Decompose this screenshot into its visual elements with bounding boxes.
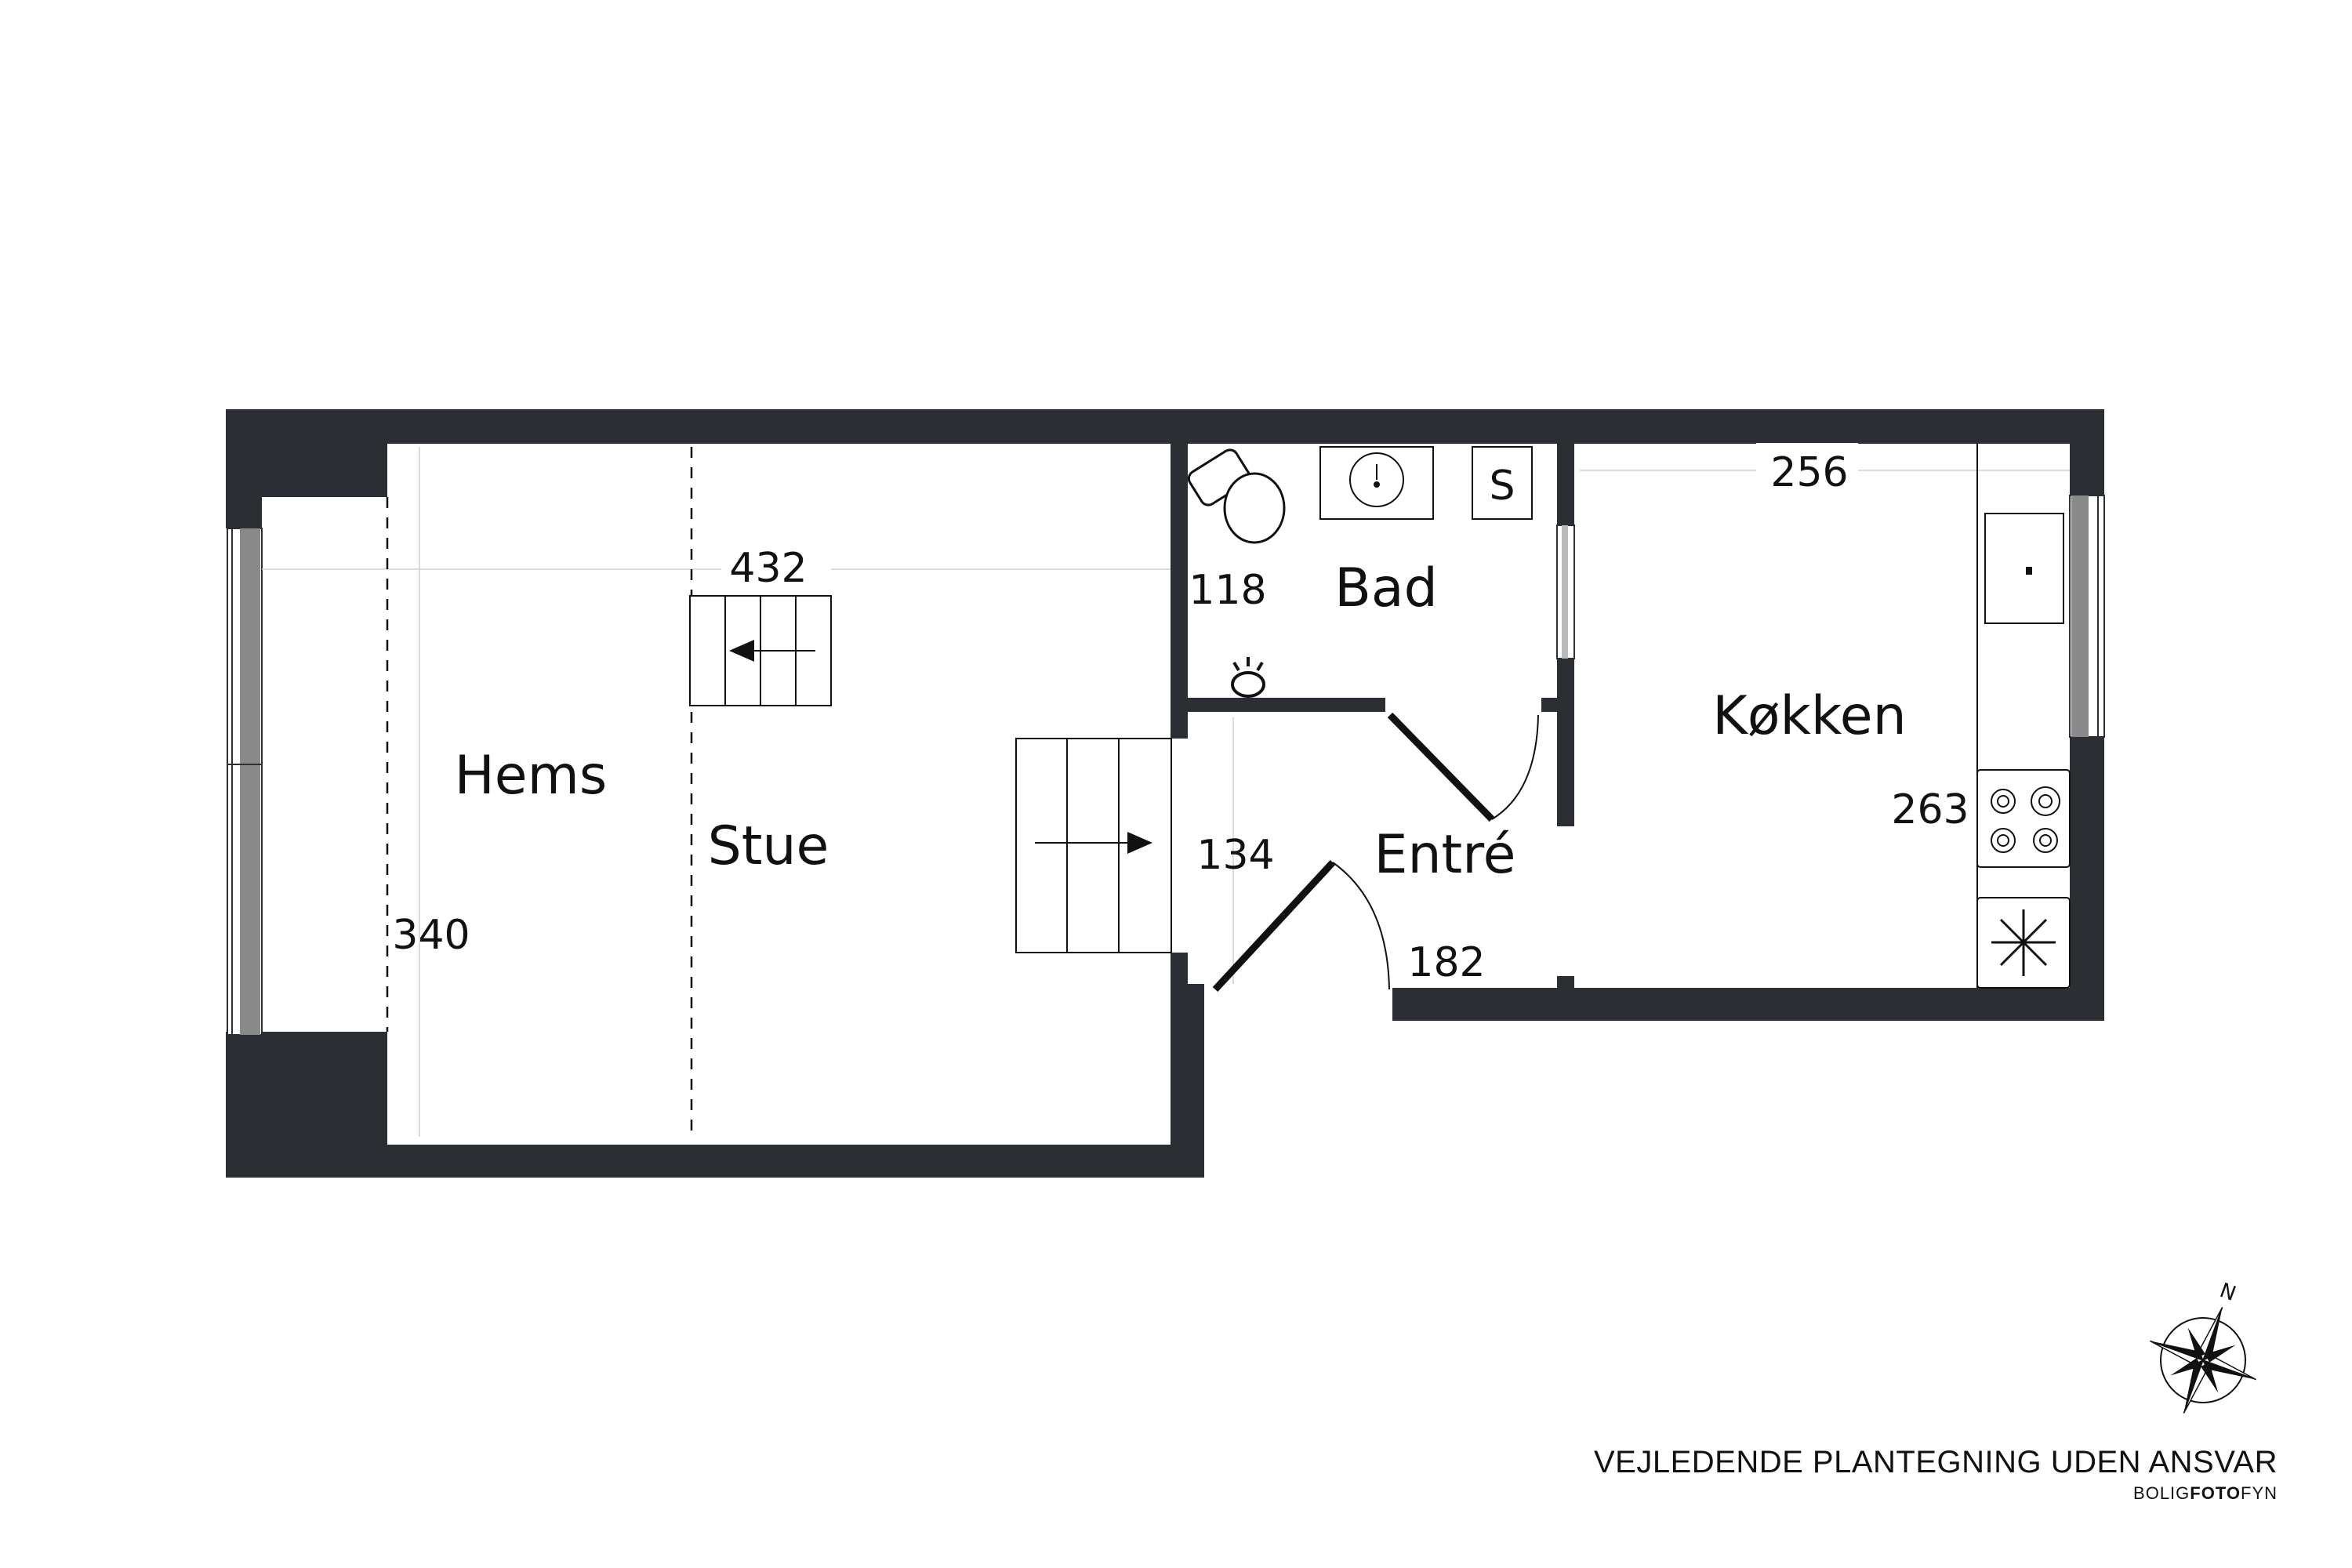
room-label-kokken: Køkken bbox=[1712, 685, 1906, 747]
compass-icon: N bbox=[2149, 1279, 2257, 1414]
dim-entre-height: 134 bbox=[1196, 832, 1274, 879]
freezer-icon bbox=[1976, 897, 2071, 989]
dim-hems-height: 340 bbox=[392, 912, 470, 959]
room-label-hems: Hems bbox=[455, 745, 608, 807]
wall-bottom-left bbox=[226, 1145, 1204, 1178]
wall-bath-kitchen-top bbox=[1557, 444, 1574, 525]
wall-entry-left bbox=[1171, 984, 1204, 1178]
room-label-bad: Bad bbox=[1334, 557, 1437, 619]
wall-top bbox=[226, 409, 2104, 444]
wall-bath-bottom bbox=[1188, 698, 1385, 712]
wall-right-lower bbox=[2070, 737, 2104, 1021]
room-label-entre: Entré bbox=[1374, 824, 1515, 886]
stairs-upper bbox=[689, 595, 832, 706]
wall-stub-bottom bbox=[1557, 976, 1574, 990]
room-labels: Hems Stue Bad Entré Køkken bbox=[455, 557, 1907, 886]
brand-part-2: FOTO bbox=[2190, 1483, 2241, 1503]
wall-bottom-right bbox=[1392, 988, 2104, 1021]
wall-living-right-b bbox=[1171, 953, 1188, 984]
brand-part-3: FYN bbox=[2241, 1483, 2278, 1503]
arrow-right-icon bbox=[1127, 832, 1152, 854]
walls bbox=[226, 409, 2104, 1178]
stairs-lower bbox=[1015, 738, 1172, 953]
wall-living-right-a bbox=[1171, 409, 1188, 739]
windows bbox=[227, 495, 2105, 1036]
dim-stue-width: 432 bbox=[729, 545, 807, 592]
wall-bath-kitchen-bottom bbox=[1557, 659, 1574, 826]
dim-entre-width: 182 bbox=[1407, 939, 1485, 986]
wall-stub-entry bbox=[1541, 698, 1557, 712]
dim-kokken-width: 256 bbox=[1770, 449, 1848, 496]
wall-left-pillar-top bbox=[226, 409, 387, 497]
brand-part-1: BOLIG bbox=[2133, 1483, 2190, 1503]
door-bath bbox=[1387, 712, 1539, 822]
dim-bad-width: 118 bbox=[1189, 567, 1266, 614]
door-entrance bbox=[1212, 859, 1390, 993]
dim-kokken-height: 263 bbox=[1891, 786, 1969, 833]
room-label-stue: Stue bbox=[708, 815, 829, 877]
disclaimer-text: VEJLEDENDE PLANTEGNING UDEN ANSVAR bbox=[1594, 1445, 2278, 1479]
drain-icon bbox=[1231, 657, 1265, 698]
dashed-lines bbox=[386, 447, 693, 1137]
window-bath-kitchen bbox=[1556, 524, 1575, 659]
dimension-labels: 432 340 118 134 182 256 263 bbox=[392, 443, 1969, 986]
arrow-left-icon bbox=[729, 640, 754, 662]
wall-right-upper bbox=[2070, 409, 2104, 495]
stove-icon bbox=[1976, 769, 2071, 868]
compass-north-label: N bbox=[2216, 1279, 2239, 1306]
kitchen-sink-icon bbox=[1984, 513, 2064, 624]
kitchen-counter bbox=[1976, 444, 2064, 988]
sink-icon bbox=[1319, 446, 1434, 520]
shower-label: S bbox=[1489, 463, 1515, 510]
doors bbox=[1212, 712, 1539, 993]
toilet-icon bbox=[1187, 448, 1286, 544]
window-left bbox=[227, 528, 263, 1036]
window-right bbox=[2069, 495, 2105, 738]
brand-logo: BOLIGFOTOFYN bbox=[2133, 1483, 2278, 1503]
shower-icon: S bbox=[1472, 446, 1533, 520]
